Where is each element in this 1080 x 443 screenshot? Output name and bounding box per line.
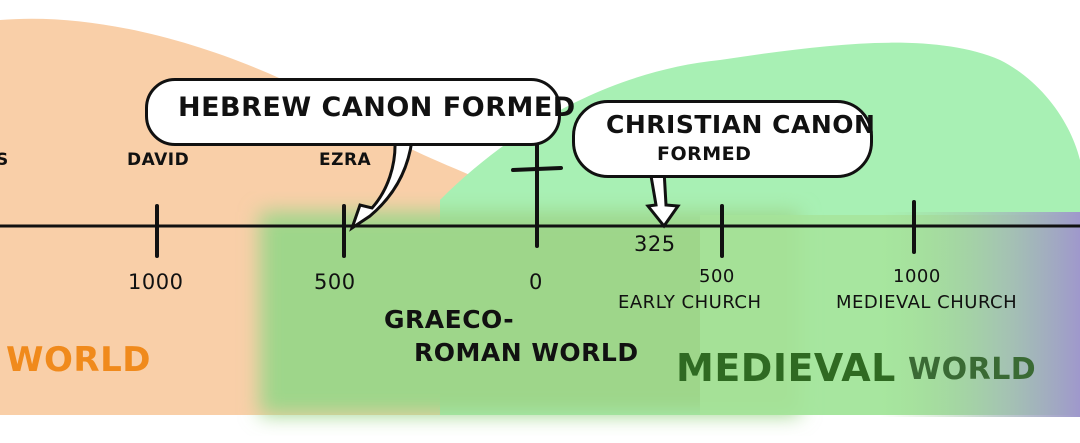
christian-canon-label-1: CHRISTIAN CANON bbox=[606, 110, 876, 139]
medieval-world-label-b: WORLD bbox=[908, 352, 1037, 387]
hebrew-callout-pointer bbox=[349, 138, 414, 232]
hebrew-canon-label: HEBREW CANON FORMED bbox=[178, 92, 576, 123]
person-label-ezra: EZRA bbox=[319, 150, 372, 170]
medieval-world-label-a: MEDIEVAL bbox=[676, 346, 896, 390]
person-label: S bbox=[0, 150, 9, 170]
christian-canon-label-2: FORMED bbox=[657, 143, 752, 165]
christian-canon-callout bbox=[572, 100, 873, 178]
tick-label-1000bc: 1000 bbox=[128, 270, 184, 294]
hebrew-canon-callout bbox=[145, 78, 561, 146]
era-early-church: EARLY CHURCH bbox=[618, 292, 762, 313]
graeco-roman-label-2: ROMAN WORLD bbox=[414, 338, 639, 367]
tick-label-500ad: 500 bbox=[699, 266, 735, 287]
tick-label-500bc: 500 bbox=[314, 270, 356, 294]
tick-label-1000ad: 1000 bbox=[893, 266, 941, 287]
tick-label-325: 325 bbox=[634, 232, 676, 256]
era-medieval-church: MEDIEVAL CHURCH bbox=[836, 292, 1018, 313]
person-label-david: DAVID bbox=[127, 150, 190, 170]
tick-label-0: 0 bbox=[529, 270, 543, 294]
graeco-roman-label-1: GRAECO- bbox=[384, 305, 515, 334]
cross-bar bbox=[511, 166, 563, 172]
world-label-left: WORLD bbox=[6, 340, 151, 380]
